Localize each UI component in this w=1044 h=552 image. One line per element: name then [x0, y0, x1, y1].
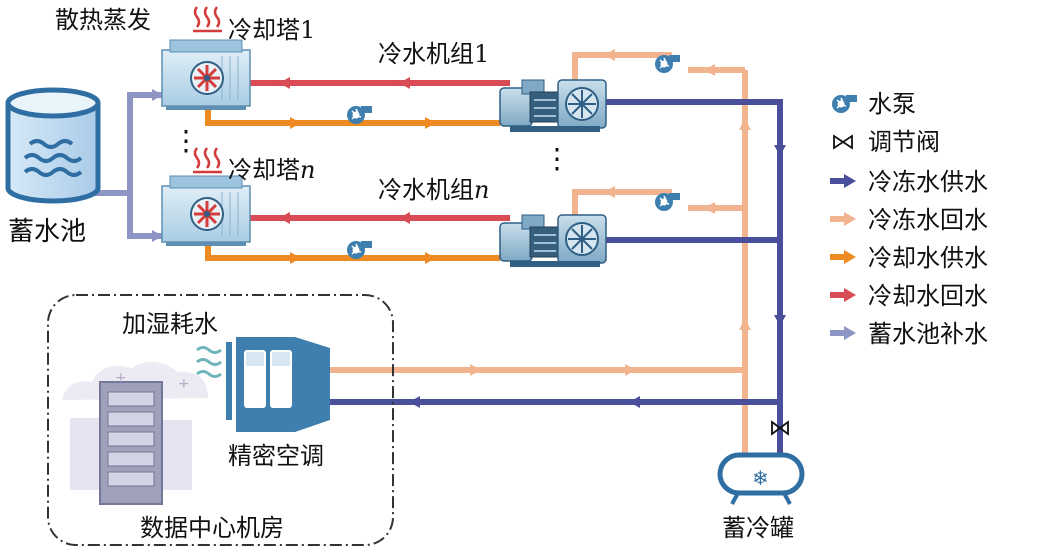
legend-swatch	[830, 212, 856, 226]
legend-swatch	[830, 250, 856, 264]
legend-swatch	[830, 288, 856, 302]
legend-label: 冷却水供水	[868, 244, 988, 272]
vertical-dots: ⋮	[172, 124, 200, 157]
chiller-1	[499, 79, 607, 132]
legend-label: 冷冻水供水	[868, 168, 988, 196]
chiller-n	[499, 214, 607, 267]
arrow	[625, 364, 636, 376]
legend-label: 蓄水池补水	[868, 320, 988, 348]
arrow	[425, 117, 436, 129]
arrow	[409, 396, 420, 408]
steam-icon	[193, 6, 222, 33]
datacenter-boundary	[47, 294, 394, 546]
vertical-dots: ⋮	[543, 142, 571, 175]
legend-pump-icon	[831, 94, 858, 114]
arrow	[290, 117, 301, 129]
arrow	[739, 119, 751, 130]
arrow	[774, 315, 786, 326]
arrow	[629, 396, 640, 408]
arrow	[425, 252, 436, 264]
legend-valve-icon	[833, 134, 853, 150]
arrow	[152, 89, 163, 101]
arrow	[399, 212, 410, 224]
pipe-chilled-return-1	[572, 52, 745, 88]
chiller-1-label: 冷水机组1	[378, 40, 489, 68]
arrow	[152, 230, 163, 242]
cooling-tower-1	[161, 39, 251, 110]
legend-swatch	[830, 174, 856, 188]
arrow	[739, 319, 751, 330]
pump-icon	[654, 54, 681, 74]
pool-label: 蓄水池	[8, 217, 86, 247]
datacenter-label: 数据中心机房	[140, 514, 284, 542]
arrow	[470, 364, 481, 376]
legend: 水泵 调节阀 冷冻水供水 冷冻水回水 冷却水供水 冷却水回水 蓄水池补水	[830, 90, 988, 348]
chiller-n-label: 冷水机组n	[378, 176, 489, 204]
arrow	[704, 64, 715, 76]
steam-icon	[193, 147, 222, 174]
flow-arrows	[152, 49, 786, 408]
arrow	[399, 77, 410, 89]
legend-label: 冷却水回水	[868, 282, 988, 310]
humidify-label: 加湿耗水	[122, 310, 218, 338]
arrow	[704, 202, 715, 214]
legend-label: 冷冻水回水	[868, 206, 988, 234]
pump-icon	[654, 192, 681, 212]
legend-label: 水泵	[868, 90, 916, 118]
crac-unit	[226, 337, 330, 432]
cooling-tower-n-label: 冷却塔n	[228, 156, 315, 184]
svg-text:+: +	[178, 376, 190, 392]
legend-label: 调节阀	[868, 128, 940, 156]
humidity-icon	[196, 346, 222, 378]
crac-label: 精密空调	[228, 442, 324, 470]
arrow	[604, 49, 615, 61]
evaporation-label: 散热蒸发	[55, 6, 151, 34]
pipe-chilled-supply-1	[605, 99, 783, 402]
cold-storage-tank: ❄	[717, 452, 805, 505]
arrow	[279, 212, 290, 224]
server-rack-illustration: + +	[62, 361, 208, 505]
cooling-tower-1-label: 冷却塔1	[228, 16, 315, 44]
pipe-chilled-return-n	[572, 189, 745, 222]
tank-label: 蓄冷罐	[722, 514, 794, 542]
svg-text:+: +	[115, 370, 127, 386]
arrow	[279, 77, 290, 89]
legend-swatch	[830, 326, 856, 340]
arrow	[604, 186, 615, 198]
storage-pool	[5, 87, 101, 204]
pipe-makeup	[95, 92, 165, 239]
valve-icon	[771, 420, 789, 436]
cooling-tower-n	[161, 175, 251, 246]
arrow	[774, 145, 786, 156]
arrow	[290, 252, 301, 264]
svg-text:❄: ❄	[752, 466, 769, 490]
